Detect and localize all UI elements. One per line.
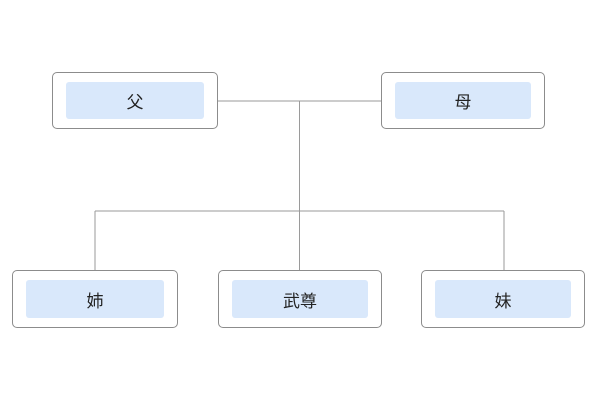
- father-node: 父: [52, 72, 218, 129]
- elder-sister-label: 姉: [26, 280, 164, 318]
- mother-node: 母: [381, 72, 545, 129]
- father-label: 父: [66, 82, 204, 119]
- elder-sister-node: 姉: [12, 270, 178, 328]
- self-node: 武尊: [218, 270, 382, 328]
- younger-sister-node: 妹: [421, 270, 585, 328]
- self-label: 武尊: [232, 280, 368, 318]
- younger-sister-label: 妹: [435, 280, 571, 318]
- mother-label: 母: [395, 82, 531, 119]
